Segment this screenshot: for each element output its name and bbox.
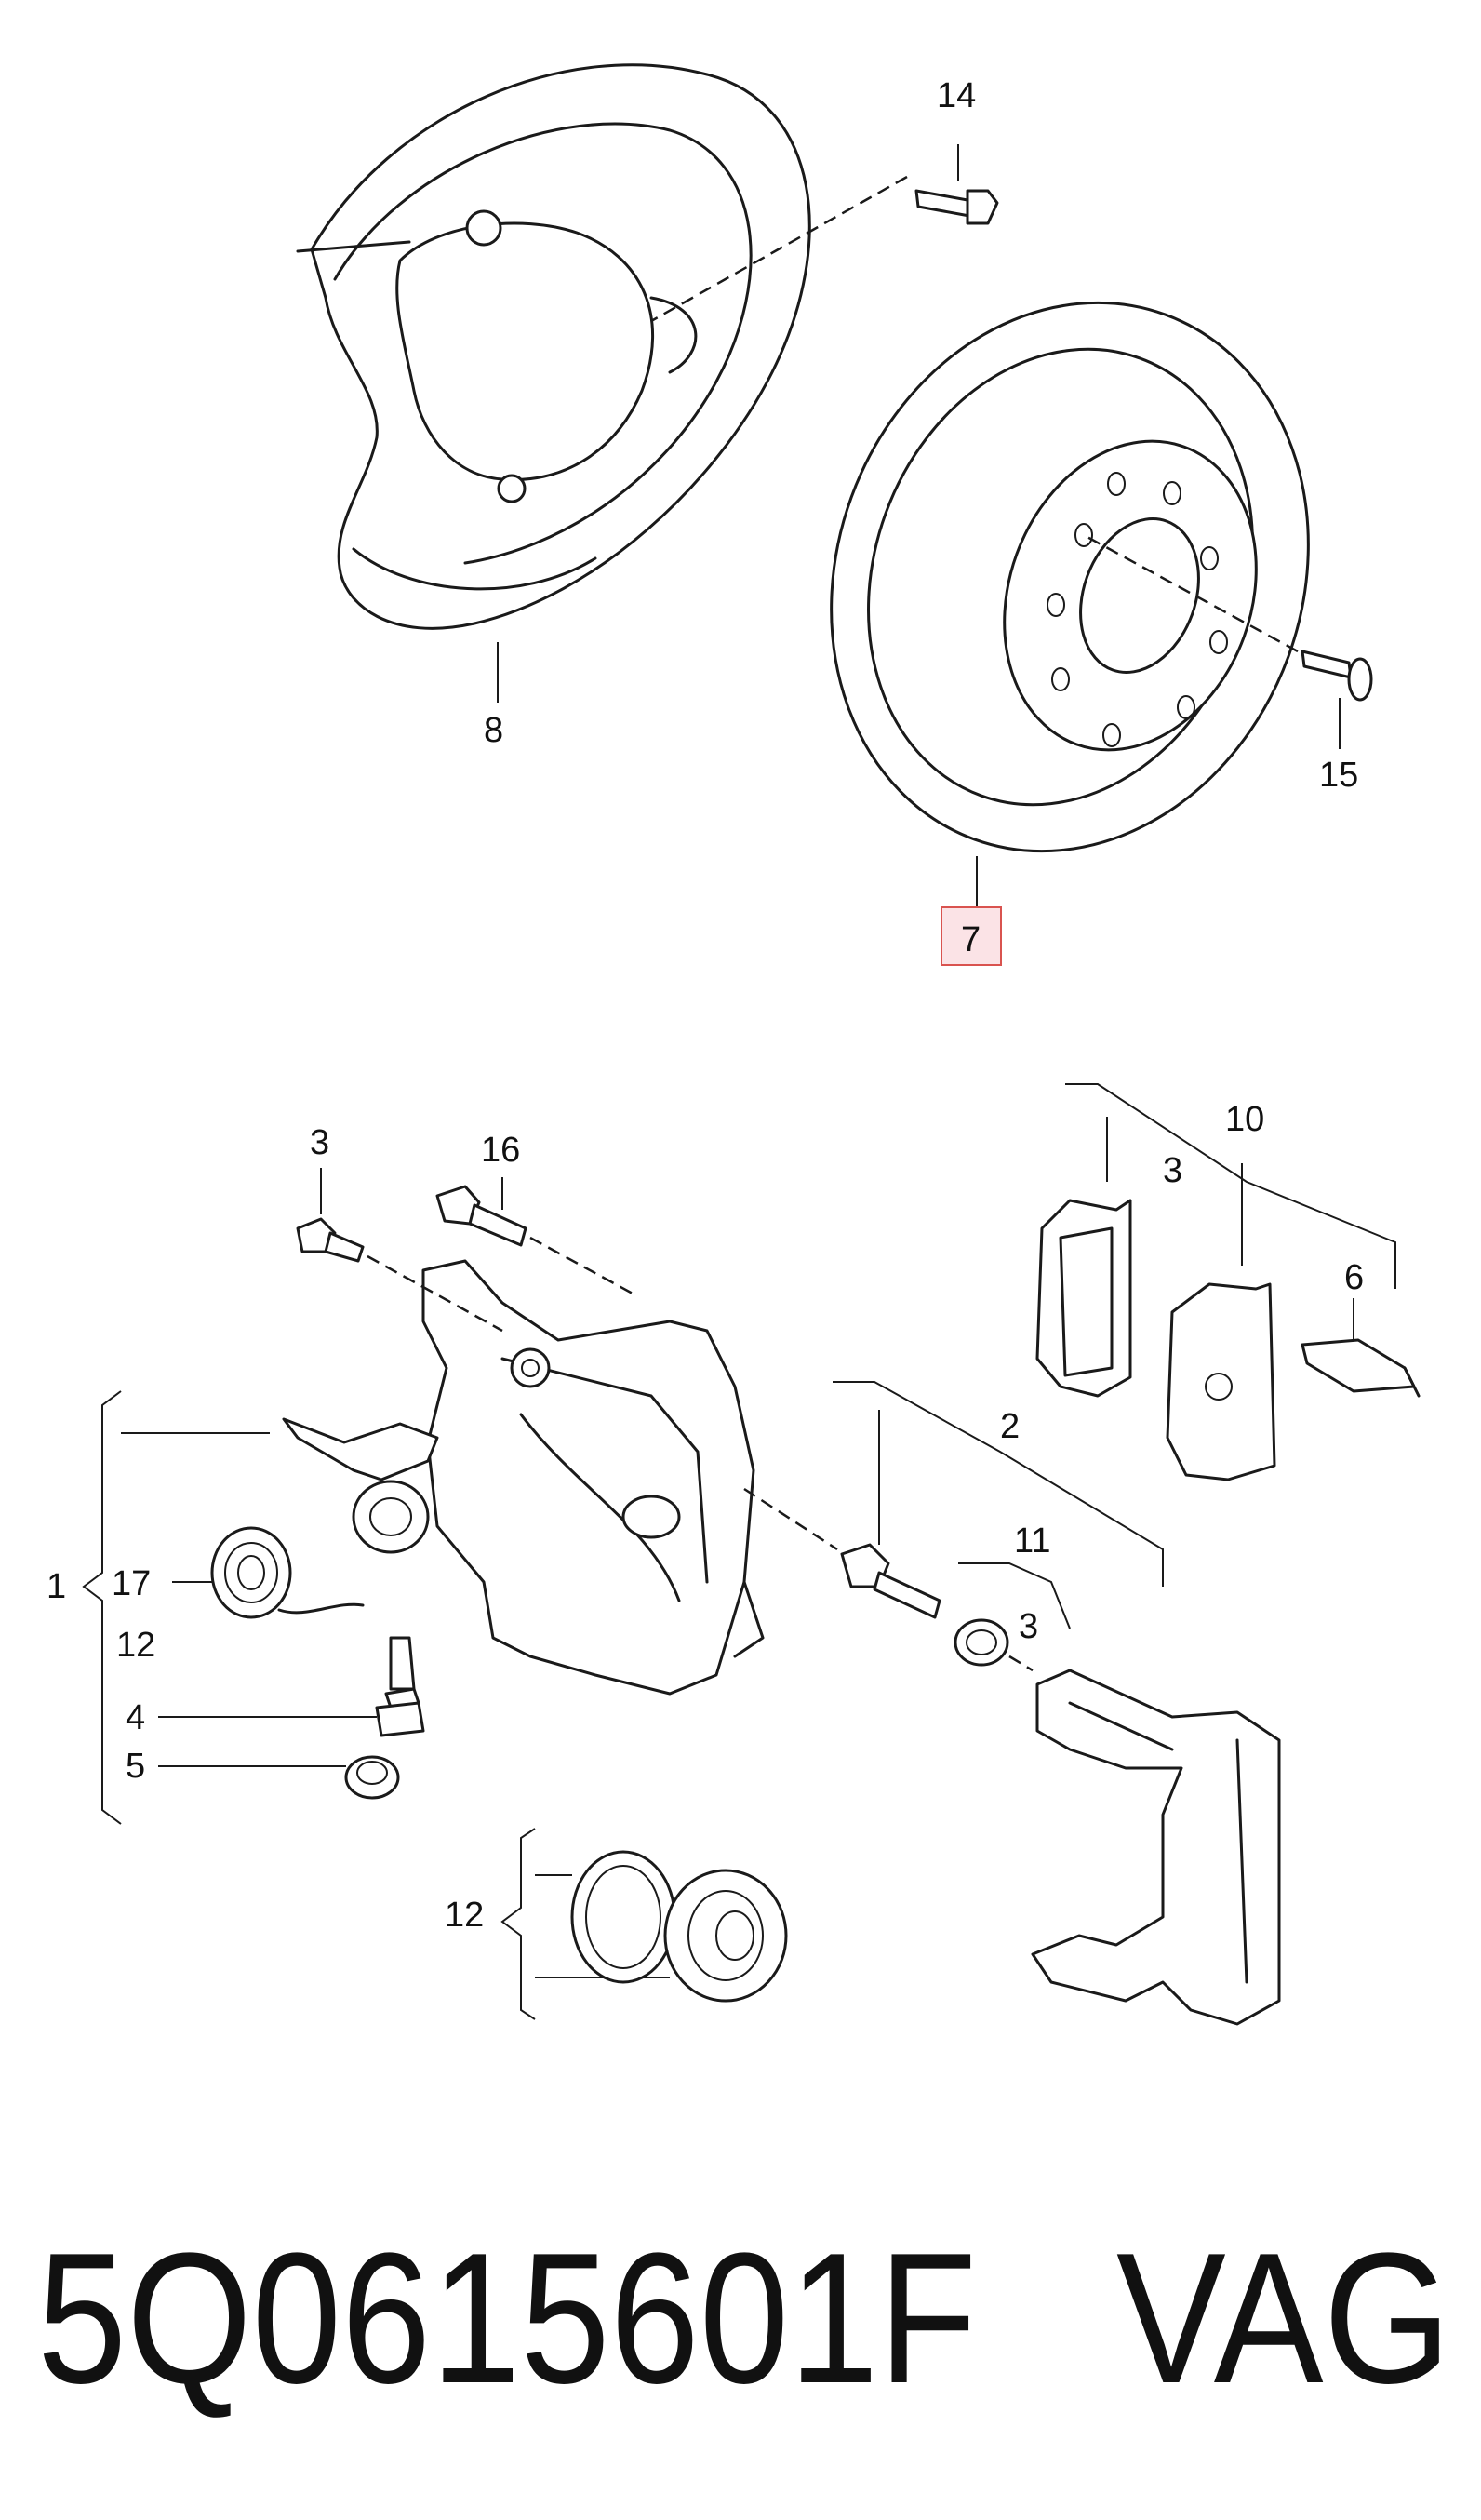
guide-pin-part: [840, 1543, 941, 1619]
callout-7: 7: [961, 920, 981, 959]
brake-pad-right-part: [1166, 1282, 1276, 1481]
callout-17: 17: [112, 1564, 151, 1603]
spring-clip-6-part: [1301, 1338, 1421, 1398]
axis-2: [743, 1487, 838, 1551]
bolt-14-part: [914, 189, 999, 225]
handbrake-lever-part: [282, 1417, 439, 1554]
callout-3-bush: 3: [1019, 1607, 1038, 1646]
caliper-housing-part: [421, 1259, 765, 1696]
return-spring-17-part: [210, 1526, 365, 1619]
callout-15: 15: [1319, 756, 1358, 795]
callout-11: 11: [1014, 1521, 1050, 1561]
guide-bush-part: [954, 1618, 1009, 1667]
seal-ring-part: [570, 1850, 676, 1984]
callout-12-kit: 12: [445, 1896, 484, 1935]
highlight-box-7: [941, 906, 1002, 966]
screw-15-part: [1301, 650, 1373, 702]
callout-12-caliper: 12: [116, 1626, 155, 1665]
callout-3-bolt: 3: [310, 1123, 329, 1162]
bolt-16-part: [435, 1185, 527, 1247]
axis-11: [1008, 1655, 1034, 1672]
callout-5: 5: [126, 1747, 145, 1786]
caliper-carrier-part: [1031, 1669, 1281, 2026]
callout-4: 4: [126, 1698, 145, 1737]
brake-disc-part: [830, 301, 1310, 853]
brand-name: VAG: [1116, 2215, 1451, 2422]
brace-12: [500, 1828, 536, 2020]
piston-boot-part: [663, 1869, 788, 2003]
brake-pad-left-part: [1035, 1199, 1132, 1398]
callout-1: 1: [47, 1567, 66, 1606]
callout-3-pad: 3: [1163, 1151, 1182, 1190]
bracket-10: [1065, 1083, 1396, 1289]
part-number: 5Q0615601F: [37, 2215, 977, 2422]
callout-8: 8: [484, 711, 503, 750]
bracket-2: [833, 1381, 1164, 1587]
axis-16: [529, 1236, 634, 1295]
dust-cap-5-part: [344, 1755, 400, 1800]
bolt-3-part: [296, 1217, 365, 1263]
callout-2: 2: [1000, 1407, 1020, 1446]
axis-3a: [367, 1254, 503, 1333]
dust-shield-part: [296, 63, 811, 630]
callout-14: 14: [937, 76, 976, 115]
callout-6: 6: [1344, 1258, 1364, 1297]
bleed-valve-4-part: [375, 1636, 425, 1737]
bracket-11: [958, 1562, 1071, 1629]
axis-14: [650, 175, 908, 323]
callout-10: 10: [1225, 1100, 1264, 1139]
brace-1: [82, 1390, 122, 1825]
callout-16: 16: [481, 1131, 520, 1170]
